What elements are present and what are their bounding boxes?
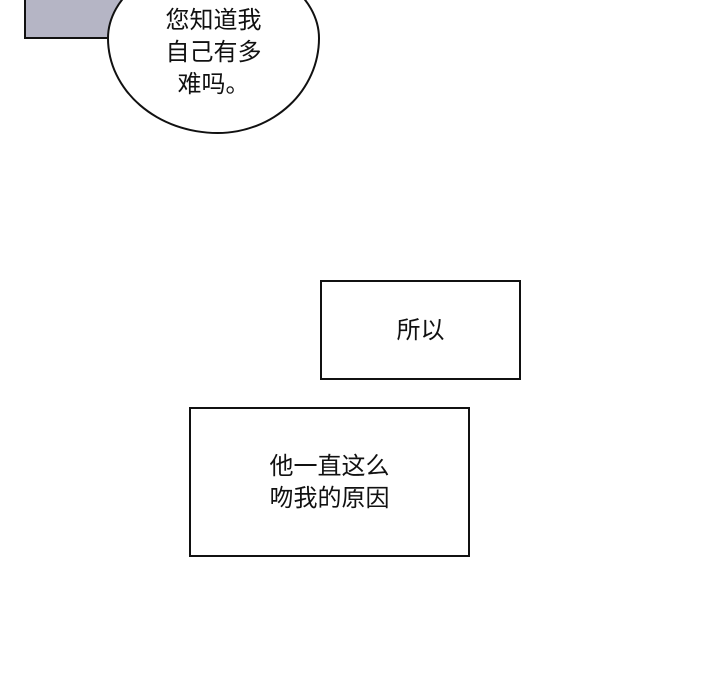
caption-line: 吻我的原因 [269, 484, 390, 512]
bubble-line: 您知道我 [165, 6, 262, 34]
speech-bubble-text: 您知道我 自己有多 难吗。 [107, 4, 320, 100]
caption-line: 所以 [396, 316, 445, 344]
caption-box-1: 所以 [320, 280, 521, 380]
caption-line: 他一直这么 [269, 452, 390, 480]
caption-box-2: 他一直这么 吻我的原因 [189, 407, 470, 557]
bubble-line: 自己有多 [165, 38, 262, 66]
bubble-line: 难吗。 [177, 70, 250, 98]
